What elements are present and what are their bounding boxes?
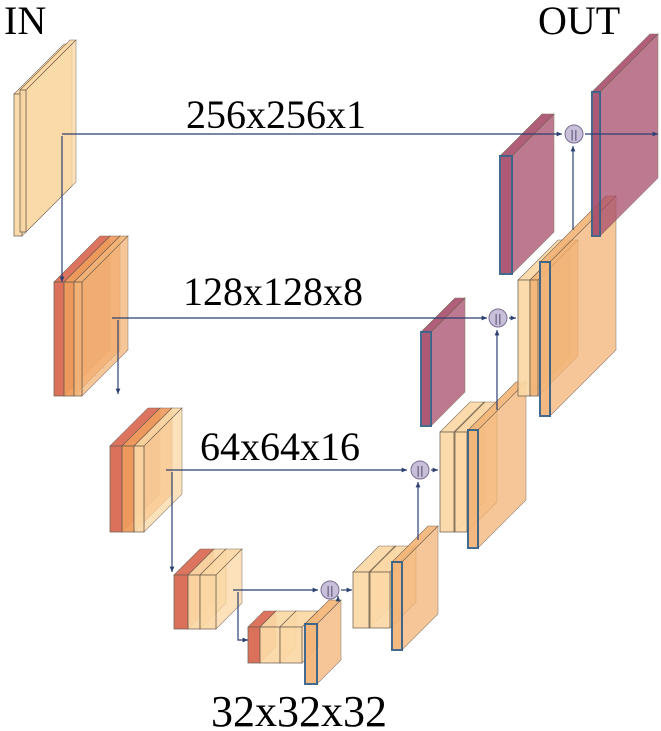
diagram-shapes: || || || || <box>13 33 659 685</box>
decoder4-upsample-side <box>401 525 439 651</box>
level3-size-label: 64x64x16 <box>200 424 360 469</box>
decoder2-skip-front <box>499 155 513 275</box>
decoder2-slab-b-front <box>529 279 539 397</box>
bottleneck-slab-c-front <box>279 626 303 664</box>
level1-size-label: 256x256x1 <box>186 92 366 137</box>
concat-node-level4 <box>320 580 340 600</box>
output-slab-side <box>599 33 659 237</box>
bottleneck-size-label: 32x32x32 <box>211 687 387 731</box>
bottleneck-upsample-front <box>304 623 318 685</box>
decoder2-slab-a-front <box>517 279 531 397</box>
bottleneck-slab-a-front <box>247 626 261 664</box>
encoder4-slab-b-front <box>187 574 201 630</box>
level2-size-label: 128x128x8 <box>183 269 363 314</box>
concat-node-level4-symbol: || <box>326 584 333 597</box>
encoder4-slab-a-front <box>173 574 189 630</box>
concat-node-level1 <box>564 124 584 144</box>
decoder2-upsample-front <box>539 261 551 417</box>
input-label: IN <box>4 0 46 43</box>
encoder3-slab-a-front <box>109 445 123 533</box>
decoder3-upsample-front <box>467 429 479 549</box>
encoder4-slab-c-front <box>199 574 217 630</box>
decoder4-slab-b-front <box>369 571 391 629</box>
down-arrow-4 <box>237 592 248 643</box>
concat-node-level2-symbol: || <box>494 312 501 325</box>
encoder3-slab-b-front <box>121 445 135 533</box>
encoder1-slab-b-front <box>19 89 27 233</box>
concat-node-level2 <box>488 308 508 328</box>
decoder3-slab-b-front <box>454 431 468 533</box>
output-label: OUT <box>538 0 620 43</box>
encoder2-slab-c-front <box>73 281 83 397</box>
decoder4-upsample-front <box>391 561 403 651</box>
output-slab-front <box>591 91 601 237</box>
concat-node-level1-symbol: || <box>570 128 577 141</box>
concat-node-level3-symbol: || <box>416 464 423 477</box>
decoder4-slab-a-front <box>352 571 370 629</box>
encoder1-slab-b-side <box>25 39 77 233</box>
bottleneck-slab-b-front <box>259 626 281 664</box>
encoder2-slab-b-front <box>63 281 75 397</box>
encoder2-slab-a-front <box>53 281 65 397</box>
encoder3-slab-c-front <box>133 445 145 533</box>
concat-node-level3 <box>410 460 430 480</box>
decoder3-slab-a-front <box>439 431 455 533</box>
decoder3-skip-front <box>420 331 432 427</box>
